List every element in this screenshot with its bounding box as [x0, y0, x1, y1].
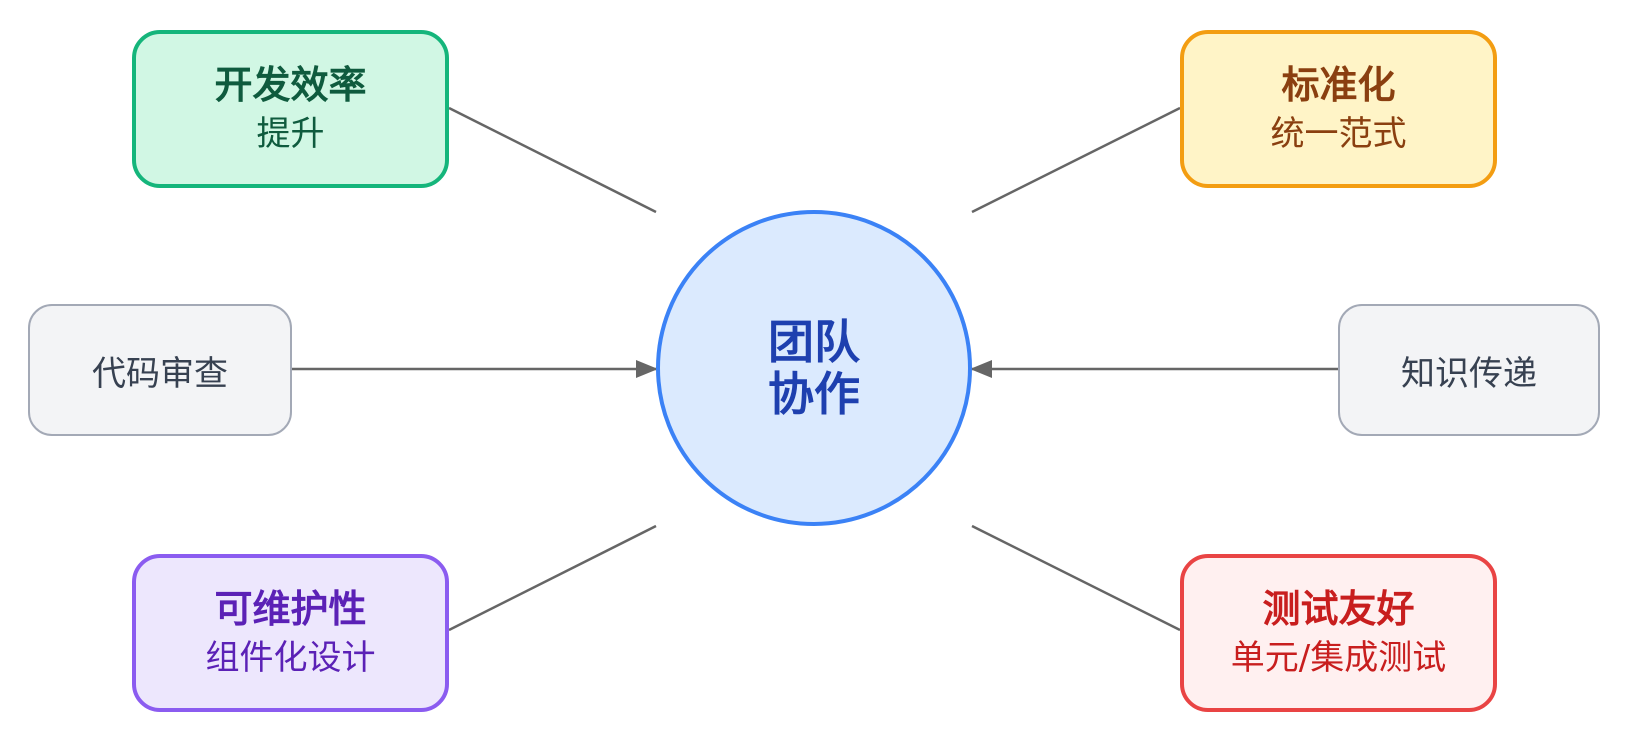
- node-subtitle: 单元/集成测试: [1230, 638, 1447, 678]
- center-label-line2: 协作: [768, 367, 860, 421]
- node-test-friendly: 测试友好 单元/集成测试: [1180, 554, 1497, 712]
- connector-dev-efficiency: [448, 106, 657, 214]
- center-node-team-collaboration: 团队 协作: [656, 210, 972, 526]
- node-title: 测试友好: [1262, 587, 1415, 631]
- node-knowledge-transfer: 知识传递: [1338, 304, 1600, 436]
- node-title: 开发效率: [214, 63, 367, 107]
- center-label-line1: 团队: [768, 315, 860, 369]
- node-subtitle: 组件化设计: [205, 638, 376, 678]
- node-title: 标准化: [1281, 63, 1396, 107]
- node-subtitle: 统一范式: [1270, 114, 1407, 154]
- node-code-review: 代码审查: [28, 304, 292, 436]
- connector-maintainability: [448, 524, 657, 632]
- node-label: 知识传递: [1401, 353, 1537, 394]
- node-dev-efficiency: 开发效率 提升: [132, 30, 449, 188]
- connector-standardization: [971, 106, 1181, 214]
- node-label: 代码审查: [92, 353, 228, 394]
- node-standardization: 标准化 统一范式: [1180, 30, 1497, 188]
- node-subtitle: 提升: [256, 114, 325, 154]
- node-title: 可维护性: [214, 587, 367, 631]
- connector-test-friendly: [971, 524, 1181, 632]
- node-maintainability: 可维护性 组件化设计: [132, 554, 449, 712]
